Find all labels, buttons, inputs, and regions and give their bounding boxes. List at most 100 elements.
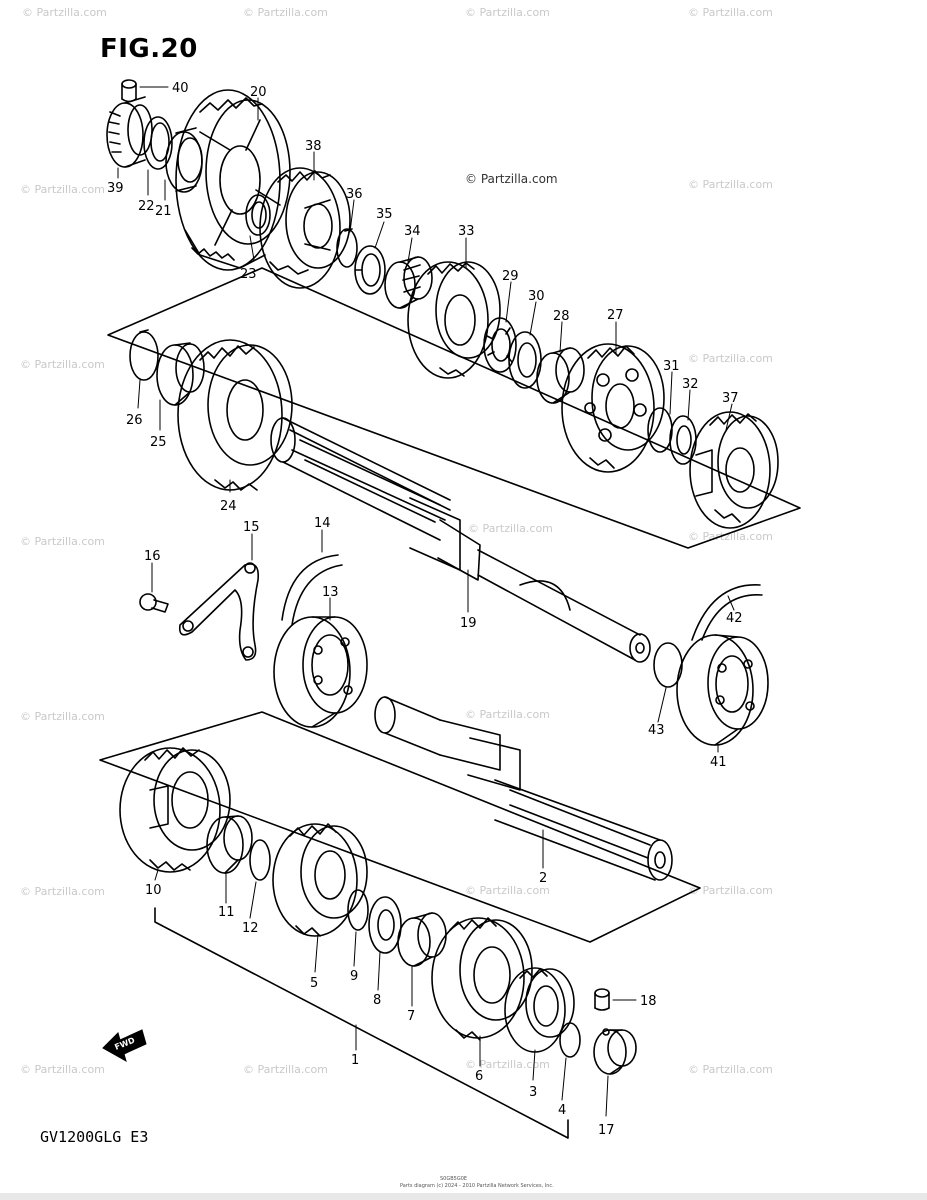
callout-label: 39 [107,181,124,196]
watermark: © Partzilla.com [465,884,550,897]
watermark: © Partzilla.com [688,1063,773,1076]
part-29-lock-washer [483,317,517,373]
part-12-snap-ring [249,839,271,881]
part-26-snap-ring [129,329,159,381]
part-21-bushing [165,127,203,193]
callout-label: 42 [726,611,743,626]
part-5-gear [272,823,368,937]
part-27-gear [561,343,665,473]
watermark: © Partzilla.com [243,1063,328,1076]
callout-numbers: 40 20 38 39 22 21 36 35 34 33 23 29 30 2… [107,81,743,1138]
callout-label: 27 [607,308,624,323]
part-10-gear [119,747,231,873]
part-14-retainer-ring [281,554,343,626]
callout-label: 12 [242,921,259,936]
part-18-dowel-pin [594,988,610,1011]
part-4-ring [559,1022,581,1058]
callout-label: 31 [663,359,680,374]
callout-label: 20 [250,85,267,100]
watermark: © Partzilla.com [22,6,107,19]
footer-credit: Parts diagram (c) 2024 - 2010 Partzilla … [400,1183,554,1189]
part-16-bolt [139,593,169,613]
watermark: © Partzilla.com [688,884,773,897]
part-22-washer [143,116,173,170]
callout-label: 1 [351,1053,359,1068]
callout-label: 25 [150,435,167,450]
part-7-bushing [397,912,447,967]
callout-label: 9 [350,969,358,984]
watermark: © Partzilla.com [688,178,773,191]
part-20-gear [175,89,291,271]
lower-shaft-group-outline [99,711,701,943]
callout-label: 38 [305,139,322,154]
callout-label: 21 [155,204,172,219]
watermark: © Partzilla.com [20,885,105,898]
part-25-bushing [156,342,205,406]
watermark-center: © Partzilla.com [465,172,558,186]
callout-label: 10 [145,883,162,898]
callout-label: 13 [322,585,339,600]
part-9-snap-ring [347,889,369,931]
callout-label: 6 [475,1069,483,1084]
bottom-bar [0,1193,927,1200]
part-6-gear [431,917,533,1041]
part-19-countershaft [270,417,651,663]
watermark: © Partzilla.com [465,708,550,721]
part-33-gear [407,261,501,379]
part-2-main-shaft [374,696,673,881]
callout-label: 19 [460,616,477,631]
part-39-bushing [106,96,153,168]
watermark: © Partzilla.com [468,522,553,535]
callout-label: 4 [558,1103,566,1118]
callout-label: 14 [314,516,331,531]
callout-label: 7 [407,1009,415,1024]
part-43-o-ring [653,642,683,688]
model-code: GV1200GLG E3 [40,1128,149,1146]
part-11-bushing [206,815,253,874]
watermark: © Partzilla.com [688,352,773,365]
part-17-collar [593,1028,637,1075]
callout-label: 28 [553,309,570,324]
watermark: © Partzilla.com [20,710,105,723]
part-34-needle-bearing [384,256,433,309]
part-23-washer [245,194,271,236]
callout-label: 32 [682,377,699,392]
footer-code: S0GB5G0E [440,1176,468,1182]
callout-label: 26 [126,413,143,428]
part-41-bearing [676,634,769,746]
part-38-gear [259,167,351,289]
callout-label: 24 [220,499,237,514]
figure-title: FIG.20 [100,34,198,64]
watermark: © Partzilla.com [20,358,105,371]
part-3-gear [504,967,575,1053]
part-37-gear [689,411,779,529]
part-31-snap-ring [647,407,673,453]
watermark: © Partzilla.com [243,6,328,19]
part-36-snap-ring [336,228,358,268]
part-28-bushing [536,347,585,404]
callout-label: 17 [598,1123,615,1138]
lower-bracket-1 [154,907,569,1139]
callout-label: 15 [243,520,260,535]
callout-label: 22 [138,199,155,214]
callout-label: 34 [404,224,421,239]
callout-label: 35 [376,207,393,222]
callout-label: 41 [710,755,727,770]
watermark: © Partzilla.com [20,535,105,548]
callout-label: 8 [373,993,381,1008]
part-8-lock-washer [368,896,402,954]
watermark: © Partzilla.com [688,6,773,19]
part-40-dowel-pin [121,79,137,103]
callout-label: 18 [640,994,657,1009]
callout-label: 36 [346,187,363,202]
callout-label: 33 [458,224,475,239]
watermark: © Partzilla.com [20,183,105,196]
watermark: © Partzilla.com [465,6,550,19]
callout-label: 3 [529,1085,537,1100]
callout-label: 23 [240,267,257,282]
callout-label: 5 [310,976,318,991]
part-15-shift-fork [178,562,260,661]
upper-shaft-group-outline [107,267,801,549]
callout-label: 29 [502,269,519,284]
